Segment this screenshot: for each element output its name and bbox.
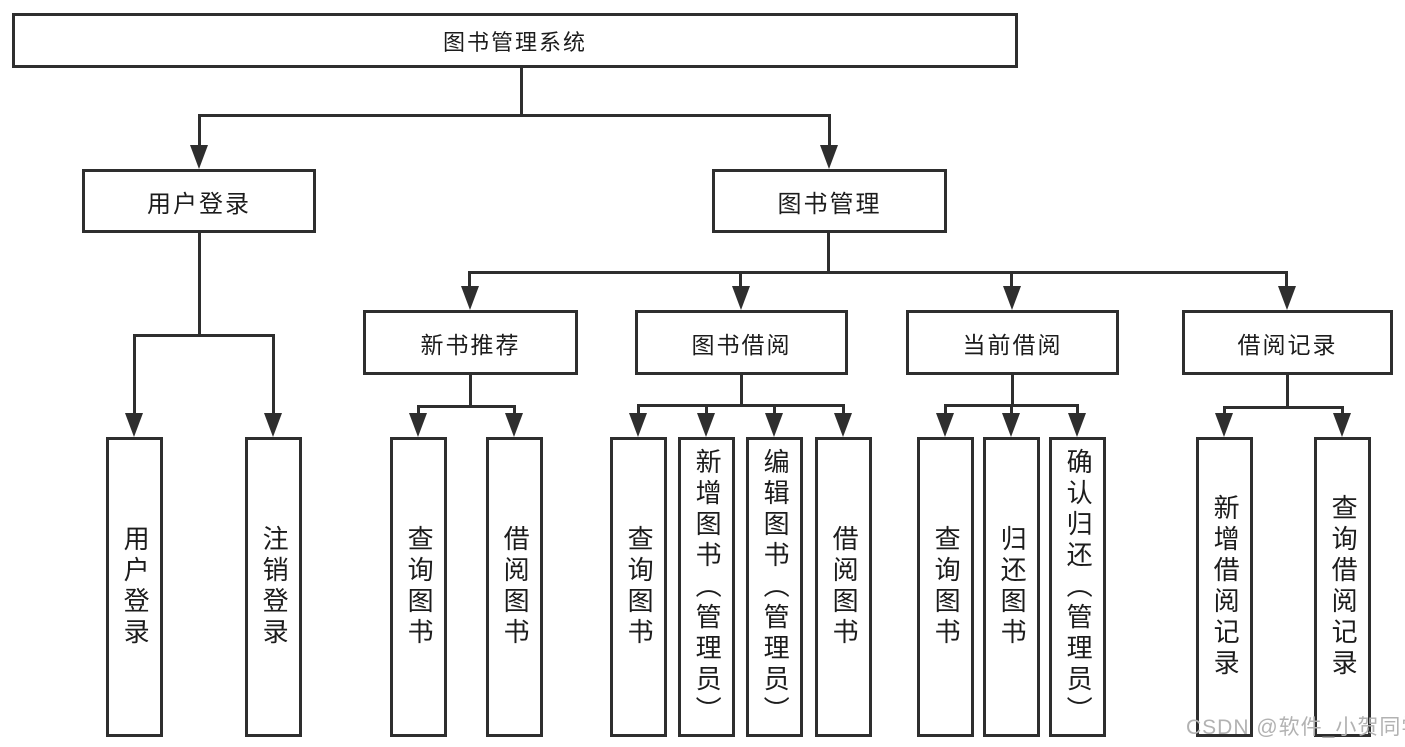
connector-line [468, 271, 471, 288]
arrow-down-icon [125, 413, 143, 437]
connector-line [520, 67, 523, 116]
node-edit-books-admin: 编辑图书（管理员） [746, 437, 803, 737]
arrow-down-icon [732, 286, 750, 310]
connector-line [773, 404, 776, 415]
node-confirm-return-admin: 确认归还（管理员） [1049, 437, 1106, 737]
connector-line [705, 404, 708, 415]
arrow-down-icon [1278, 286, 1296, 310]
node-label: 图书借阅 [691, 331, 792, 358]
connector-line [198, 233, 201, 336]
arrow-down-icon [765, 413, 783, 437]
node-book-management: 图书管理 [712, 169, 947, 233]
arrow-down-icon [505, 413, 523, 437]
node-label: 确认归还（管理员） [1063, 447, 1094, 727]
connector-line [637, 404, 844, 407]
connector-line [739, 271, 742, 288]
node-borrow-books: 借阅图书 [815, 437, 872, 737]
connector-line [468, 271, 1288, 274]
node-query-borrow-record: 查询借阅记录 [1314, 437, 1371, 737]
connector-line [637, 404, 640, 415]
connector-line [1285, 271, 1288, 288]
node-label: 借阅记录 [1237, 331, 1338, 358]
connector-line [1010, 271, 1013, 288]
node-label: 归还图书 [997, 525, 1028, 649]
connector-line [417, 405, 516, 408]
node-label: 新增图书（管理员） [692, 447, 723, 727]
node-query-books-borrow: 查询图书 [610, 437, 667, 737]
arrow-down-icon [820, 145, 838, 169]
connector-line [1286, 375, 1289, 408]
csdn-watermark: CSDN @软件_小贺同学 [1186, 716, 1405, 739]
node-library-management-system: 图书管理系统 [12, 13, 1018, 68]
connector-line [198, 114, 831, 117]
arrow-down-icon [1002, 413, 1020, 437]
connector-line [1011, 375, 1014, 407]
connector-line [198, 114, 201, 147]
arrow-down-icon [1215, 413, 1233, 437]
node-add-books-admin: 新增图书（管理员） [678, 437, 735, 737]
connector-line [513, 405, 516, 415]
node-label: 当前借阅 [962, 331, 1063, 358]
connector-line [1010, 404, 1013, 415]
node-add-borrow-record: 新增借阅记录 [1196, 437, 1253, 737]
connector-line [827, 233, 830, 274]
node-label: 查询借阅记录 [1328, 494, 1359, 680]
connector-line [944, 404, 947, 415]
node-label: 图书管理系统 [442, 29, 587, 55]
node-label: 用户登录 [147, 190, 251, 218]
node-label: 查询图书 [931, 525, 962, 649]
arrow-down-icon [264, 413, 282, 437]
node-current-borrowing: 当前借阅 [906, 310, 1119, 375]
node-label: 注销登录 [259, 525, 290, 649]
node-label: 编辑图书（管理员） [760, 447, 791, 727]
node-borrowing-records: 借阅记录 [1182, 310, 1393, 375]
node-new-book-recommendation: 新书推荐 [363, 310, 578, 375]
node-query-books-current: 查询图书 [917, 437, 974, 737]
node-return-books: 归还图书 [983, 437, 1040, 737]
node-label: 新增借阅记录 [1210, 494, 1241, 680]
arrow-down-icon [1003, 286, 1021, 310]
arrow-down-icon [834, 413, 852, 437]
arrow-down-icon [936, 413, 954, 437]
arrow-down-icon [190, 145, 208, 169]
connector-line [828, 114, 831, 147]
connector-line [133, 334, 275, 337]
node-label: 查询图书 [404, 525, 435, 649]
connector-line [417, 405, 420, 415]
node-label: 查询图书 [624, 525, 655, 649]
connector-line [1341, 406, 1344, 415]
connector-line [740, 375, 743, 407]
connector-line [133, 334, 136, 415]
connector-line [272, 334, 275, 415]
connector-line [842, 404, 845, 415]
connector-line [1223, 406, 1344, 409]
arrow-down-icon [1333, 413, 1351, 437]
node-user-login-leaf: 用户登录 [106, 437, 163, 737]
arrow-down-icon [1068, 413, 1086, 437]
node-query-books-newbook: 查询图书 [390, 437, 447, 737]
node-user-login: 用户登录 [82, 169, 316, 233]
connector-line [469, 375, 472, 408]
arrow-down-icon [461, 286, 479, 310]
node-book-borrowing: 图书借阅 [635, 310, 848, 375]
connector-line [1223, 406, 1226, 415]
arrow-down-icon [409, 413, 427, 437]
node-label: 用户登录 [120, 525, 151, 649]
node-label: 新书推荐 [420, 331, 521, 358]
connector-line [1076, 404, 1079, 415]
node-label: 借阅图书 [500, 525, 531, 649]
arrow-down-icon [629, 413, 647, 437]
node-logout: 注销登录 [245, 437, 302, 737]
node-label: 借阅图书 [829, 525, 860, 649]
node-borrow-books-newbook: 借阅图书 [486, 437, 543, 737]
arrow-down-icon [697, 413, 715, 437]
node-label: 图书管理 [777, 190, 882, 218]
